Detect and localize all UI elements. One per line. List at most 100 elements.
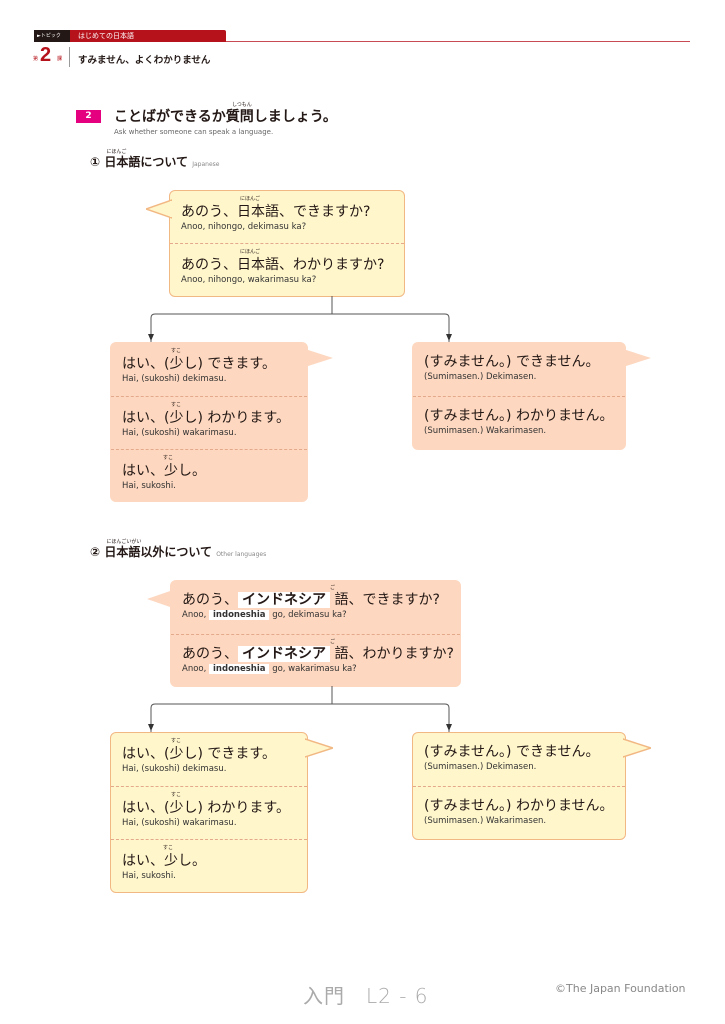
ruby: すこ	[171, 792, 182, 798]
part1-heading-en: Japanese	[192, 161, 220, 168]
question-en-suffix: go, dekimasu ka?	[272, 610, 347, 620]
part2-branch-connector	[148, 686, 452, 732]
topic-title: はじめての日本語	[70, 30, 226, 42]
question-jp-suffix: 語、わかりますか?	[334, 646, 454, 662]
language-blank-romaji: indoneshia	[209, 664, 270, 674]
answer-row: すこ はい、(少し) わかります。 Hai, (sukoshi) wakarim…	[111, 396, 307, 449]
answer-row: すこ はい、少し。 Hai, sukoshi.	[111, 449, 307, 501]
answer-row: (すみません。) できません。 (Sumimasen.) Dekimasen.	[413, 733, 625, 786]
question-jp: あのう、日本語、できますか?	[181, 204, 371, 220]
ruby: すこ	[163, 845, 174, 851]
answer-jp: はい、(少し) わかります。	[122, 800, 290, 816]
part1-no-bubble: (すみません。) できません。 (Sumimasen.) Dekimasen. …	[412, 342, 651, 450]
lesson-divider	[69, 47, 70, 67]
topic-tag: ►トピック	[34, 30, 70, 42]
arrow-icon	[148, 334, 154, 341]
answer-en: Hai, (sukoshi) dekimasu.	[122, 374, 227, 384]
question-en: Anoo, nihongo, dekimasu ka?	[181, 222, 307, 232]
bubble-tail	[146, 199, 172, 219]
bubble-tail	[305, 349, 333, 367]
answer-row: すこ はい、(少し) できます。 Hai, (sukoshi) dekimasu…	[111, 733, 307, 786]
answer-jp: (すみません。) わかりません。	[424, 408, 614, 424]
lesson-title: すみません、よくわかりません	[78, 55, 211, 66]
part2-heading-ruby: にほんごいがい	[106, 539, 142, 545]
part2-yes-bubble: すこ はい、(少し) できます。 Hai, (sukoshi) dekimasu…	[110, 732, 333, 893]
lesson-suffix: 課	[57, 56, 63, 62]
language-blank: インドネシア	[238, 646, 330, 662]
ruby: すこ	[171, 738, 182, 744]
section-badge: 2	[76, 110, 101, 123]
answer-en: (Sumimasen.) Wakarimasen.	[424, 816, 547, 826]
question-en-prefix: Anoo,	[182, 664, 210, 674]
lesson-prefix: 第	[33, 56, 39, 62]
arrow-icon	[446, 724, 452, 731]
copyright: ©The Japan Foundation	[555, 982, 686, 995]
section-title-text: ことばができるか質問しましょう。	[114, 109, 337, 125]
part1-heading-text: 日本語について	[104, 155, 189, 169]
question-jp-prefix: あのう、	[182, 592, 238, 608]
bubble-tail	[623, 349, 651, 367]
bubble-tail	[147, 590, 173, 608]
ruby: すこ	[171, 402, 182, 408]
answer-row: (すみません。) できません。 (Sumimasen.) Dekimasen.	[413, 343, 625, 396]
answer-jp: はい、少し。	[122, 463, 206, 479]
answer-en: Hai, (sukoshi) dekimasu.	[122, 764, 227, 774]
answer-jp: はい、(少し) できます。	[122, 356, 276, 372]
answer-row: すこ はい、(少し) わかります。 Hai, (sukoshi) wakarim…	[111, 786, 307, 839]
answer-en: Hai, (sukoshi) wakarimasu.	[122, 818, 237, 828]
part2-question-bubble: ご あのう、インドネシア 語、できますか? Anoo, indoneshia g…	[147, 580, 461, 687]
section-title-ruby: しつもん	[232, 102, 252, 108]
answer-row: すこ はい、(少し) できます。 Hai, (sukoshi) dekimasu…	[111, 343, 307, 396]
answer-en: (Sumimasen.) Dekimasen.	[424, 372, 537, 382]
section-subtitle: Ask whether someone can speak a language…	[114, 128, 274, 136]
header-rule	[226, 41, 690, 42]
answer-jp: はい、(少し) できます。	[122, 746, 276, 762]
section-title: しつもん ことばができるか質問しましょう。	[114, 102, 337, 126]
question-en: Anoo, nihongo, wakarimasu ka?	[181, 275, 317, 285]
part1-number: ①	[90, 155, 101, 169]
ruby: すこ	[163, 455, 174, 461]
part1-question-bubble: にほんご あのう、日本語、できますか? Anoo, nihongo, dekim…	[146, 190, 405, 297]
lesson-number: 2	[40, 44, 52, 66]
bubble-tail	[623, 738, 651, 758]
language-blank-romaji: indoneshia	[209, 610, 270, 620]
part1-heading-ruby: にほんご	[106, 149, 127, 155]
ruby: ご	[330, 639, 336, 645]
answer-jp: (すみません。) わかりません。	[424, 798, 614, 814]
language-blank: インドネシア	[238, 592, 330, 608]
question-en-prefix: Anoo,	[182, 610, 210, 620]
answer-en: Hai, sukoshi.	[122, 871, 176, 881]
ruby: すこ	[171, 348, 182, 354]
answer-jp: (すみません。) できません。	[424, 354, 600, 370]
answer-row: (すみません。) わかりません。 (Sumimasen.) Wakarimase…	[413, 396, 625, 448]
part2-no-bubble: (すみません。) できません。 (Sumimasen.) Dekimasen. …	[412, 732, 651, 840]
question-jp-prefix: あのう、	[182, 646, 238, 662]
part2-heading-en: Other languages	[216, 551, 267, 558]
answer-en: Hai, sukoshi.	[122, 481, 176, 491]
question-row: にほんご あのう、日本語、できますか? Anoo, nihongo, dekim…	[170, 191, 404, 243]
answer-row: (すみません。) わかりません。 (Sumimasen.) Wakarimase…	[413, 786, 625, 838]
part1-branch-connector	[148, 296, 452, 342]
question-jp-suffix: 語、できますか?	[334, 592, 440, 608]
ruby: にほんご	[240, 249, 261, 255]
part1-yes-bubble: すこ はい、(少し) できます。 Hai, (sukoshi) dekimasu…	[110, 342, 333, 502]
question-row: ご あのう、インドネシア 語、わかりますか? Anoo, indoneshia …	[171, 634, 460, 686]
answer-jp: はい、(少し) わかります。	[122, 410, 290, 426]
part2-number: ②	[90, 545, 101, 559]
arrow-icon	[148, 724, 154, 731]
ruby: にほんご	[240, 196, 261, 202]
answer-en: (Sumimasen.) Dekimasen.	[424, 762, 537, 772]
part2-heading-text: 日本語以外について	[104, 545, 213, 559]
answer-en: (Sumimasen.) Wakarimasen.	[424, 426, 547, 436]
answer-en: Hai, (sukoshi) wakarimasu.	[122, 428, 237, 438]
answer-row: すこ はい、少し。 Hai, sukoshi.	[111, 839, 307, 891]
page-number: 入門 L2 - 6	[303, 984, 429, 1008]
question-row: ご あのう、インドネシア 語、できますか? Anoo, indoneshia g…	[171, 581, 460, 634]
bubble-tail	[305, 738, 333, 758]
ruby: ご	[330, 585, 336, 591]
question-row: にほんご あのう、日本語、わかりますか? Anoo, nihongo, waka…	[170, 243, 404, 295]
answer-jp: はい、少し。	[122, 853, 206, 869]
question-jp: あのう、日本語、わかりますか?	[181, 257, 385, 273]
answer-jp: (すみません。) できません。	[424, 744, 600, 760]
question-en-suffix: go, wakarimasu ka?	[272, 664, 357, 674]
